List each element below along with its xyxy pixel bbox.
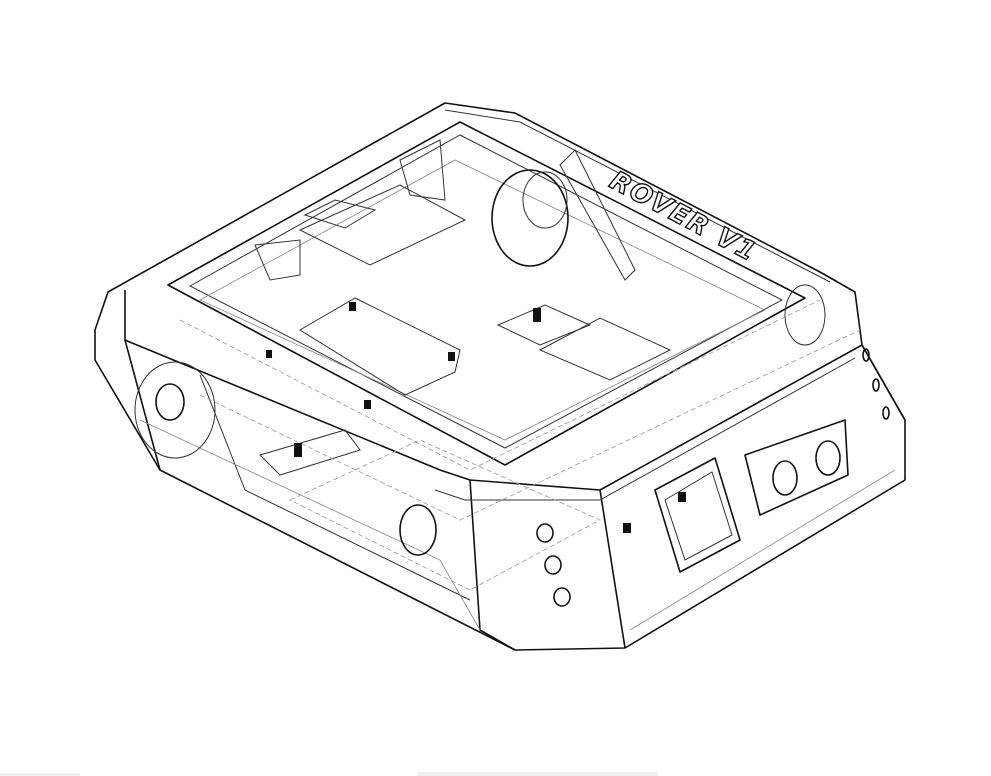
ultrasonic-sensor-mount (744, 419, 849, 516)
rover-v1-label: ROVER V1 (605, 166, 762, 269)
scrollbar-left (0, 773, 80, 776)
screws (266, 302, 686, 533)
holes-and-ports (134, 169, 890, 607)
scrollbar-center (418, 772, 658, 776)
interior-details (179, 139, 861, 591)
display-cutout (654, 457, 741, 573)
outer-shell (94, 102, 906, 651)
top-frame (167, 121, 806, 466)
